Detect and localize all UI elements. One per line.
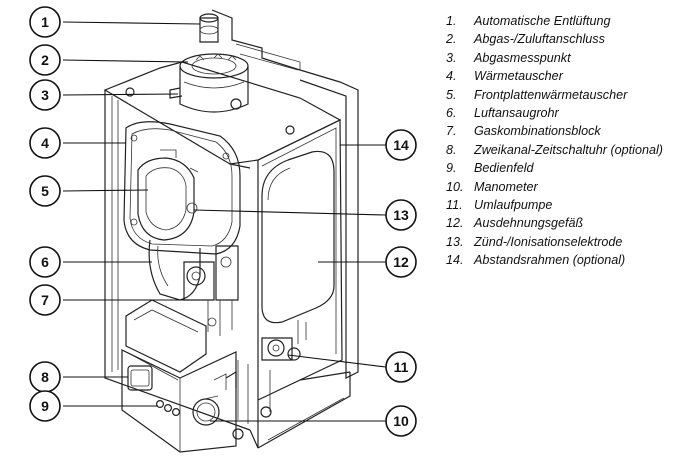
legend-item: 14. Abstandsrahmen (optional): [446, 251, 692, 269]
legend-num: 9.: [446, 161, 457, 176]
spacer-frame: [211, 9, 359, 379]
legend-num: 3.: [446, 50, 457, 65]
legend-label: Wärmetauscher: [474, 69, 563, 84]
legend-num: 10.: [446, 179, 464, 194]
legend-item: 6. Luftansaugrohr: [446, 104, 692, 122]
svg-text:6: 6: [41, 254, 49, 270]
legend-label: Abgas-/Zuluftanschluss: [474, 32, 605, 47]
svg-text:12: 12: [393, 254, 409, 270]
front-plate-exchanger: [137, 149, 199, 241]
legend-num: 12.: [446, 216, 464, 231]
callout-13: 13: [385, 199, 417, 231]
svg-text:7: 7: [41, 292, 49, 308]
legend-item: 3. Abgasmesspunkt: [446, 49, 692, 67]
air-intake-and-gas-valve: [148, 239, 239, 336]
svg-text:14: 14: [393, 137, 409, 153]
legend-item: 1. Automatische Entlüftung: [446, 12, 692, 30]
legend-num: 5.: [446, 87, 457, 102]
callout-14: 14: [385, 129, 417, 161]
legend-num: 13.: [446, 234, 464, 249]
heat-exchanger: [123, 121, 241, 255]
legend-num: 6.: [446, 105, 457, 120]
callout-11: 11: [385, 351, 417, 383]
legend-label: Manometer: [474, 179, 538, 194]
legend-num: 7.: [446, 124, 457, 139]
leader-lines: [62, 21, 387, 422]
legend-item: 5. Frontplattenwärmetauscher: [446, 86, 692, 104]
legend-item: 9. Bedienfeld: [446, 159, 692, 177]
boiler-illustration: [103, 9, 359, 453]
legend-num: 14.: [446, 253, 464, 268]
legend-item: 13. Zünd-/Ionisationselektrode: [446, 233, 692, 251]
svg-text:2: 2: [41, 52, 49, 68]
expansion-vessel: [261, 150, 335, 324]
callout-6: 6: [29, 246, 61, 278]
legend-item: 2. Abgas-/Zuluftanschluss: [446, 30, 692, 48]
pump: [232, 320, 307, 440]
parts-legend: 1. Automatische Entlüftung 2. Abgas-/Zuluf…: [446, 12, 692, 269]
svg-text:4: 4: [41, 135, 49, 151]
callout-5: 5: [29, 175, 61, 207]
svg-text:1: 1: [41, 14, 49, 30]
legend-item: 12. Ausdehnungsgefäß: [446, 214, 692, 232]
callout-10: 10: [385, 405, 417, 437]
legend-num: 8.: [446, 142, 457, 157]
boiler-side-panel: [257, 119, 343, 401]
legend-label: Abgasmesspunkt: [474, 50, 571, 65]
legend-label: Automatische Entlüftung: [474, 14, 611, 28]
legend-item: 11. Umlaufpumpe: [446, 196, 692, 214]
legend-num: 4.: [446, 69, 457, 84]
svg-text:13: 13: [393, 207, 409, 223]
legend-num: 2.: [446, 32, 457, 47]
svg-text:10: 10: [393, 413, 409, 429]
svg-text:8: 8: [41, 369, 49, 385]
legend-label: Gaskombinationsblock: [474, 124, 601, 139]
callout-2: 2: [29, 44, 61, 76]
callouts: 1 2 3 4 5 6 7 8 9 10 11 12 13 14: [29, 6, 417, 437]
svg-text:3: 3: [41, 87, 49, 103]
flue-connector: [169, 53, 249, 113]
legend-label: Ausdehnungsgefäß: [474, 216, 584, 231]
boiler-front-frame: [104, 90, 259, 448]
legend-label: Zweikanal-Zeitschaltuhr (optional): [474, 142, 663, 157]
control-panel: [121, 299, 237, 453]
legend-label: Abstandsrahmen (optional): [474, 253, 626, 268]
callout-4: 4: [29, 127, 61, 159]
callout-3: 3: [29, 79, 61, 111]
legend-num: 11.: [446, 197, 463, 212]
callout-9: 9: [29, 390, 61, 422]
svg-text:9: 9: [41, 398, 49, 414]
legend-label: Zünd-/Ionisationselektrode: [474, 234, 623, 249]
legend-num: 1.: [446, 14, 457, 28]
callout-8: 8: [29, 361, 61, 393]
callout-1: 1: [29, 6, 61, 38]
callout-12: 12: [385, 246, 417, 278]
legend-label: Bedienfeld: [474, 161, 534, 176]
boiler-top: [103, 61, 342, 165]
svg-text:5: 5: [41, 183, 49, 199]
legend-label: Luftansaugrohr: [474, 105, 559, 120]
legend-item: 7. Gaskombinationsblock: [446, 122, 692, 140]
legend-item: 10. Manometer: [446, 178, 692, 196]
svg-text:11: 11: [394, 359, 409, 375]
legend-item: 8. Zweikanal-Zeitschaltuhr (optional): [446, 141, 692, 159]
callout-7: 7: [29, 284, 61, 316]
legend-label: Umlaufpumpe: [474, 197, 553, 212]
legend-label: Frontplattenwärmetauscher: [474, 87, 628, 102]
legend-item: 4. Wärmetauscher: [446, 67, 692, 85]
air-vent: [199, 13, 219, 43]
